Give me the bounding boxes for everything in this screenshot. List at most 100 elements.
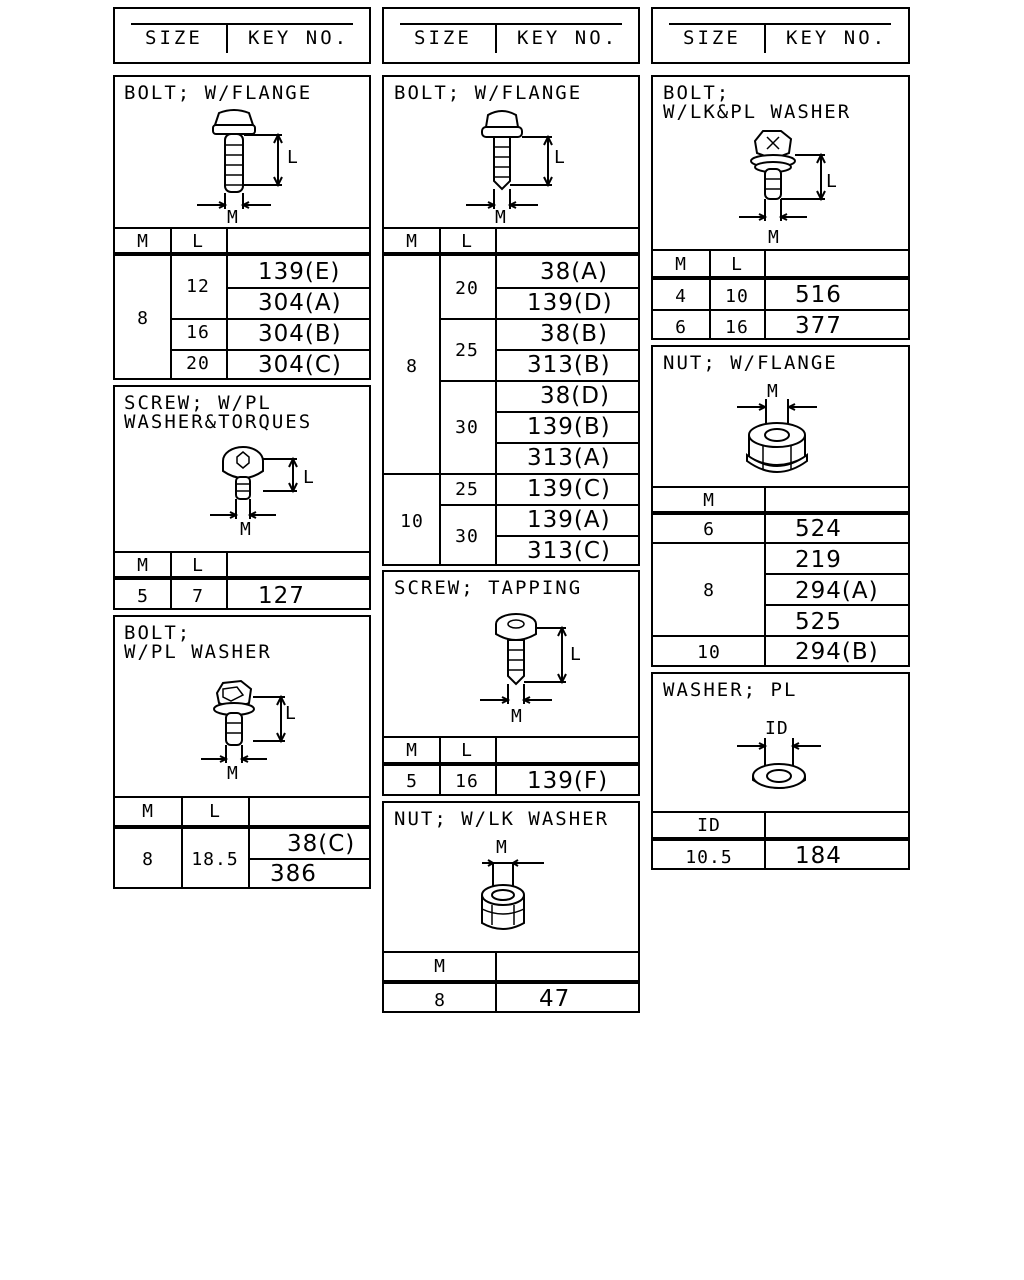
panel-washer-pl: WASHER; PL ID ID 10.5 184 [651,672,910,870]
dim-l-label: L [570,644,582,665]
key-no-cell[interactable]: 139(B) [527,414,611,440]
key-no-cell[interactable]: 304(A) [258,290,342,316]
key-no-cell[interactable]: 184 [795,843,842,869]
cell-l: 12 [186,276,210,297]
key-no-cell[interactable]: 313(B) [527,352,611,378]
key-no-cell[interactable]: 139(C) [527,476,611,502]
panel-title: NUT; W/LK WASHER [394,808,610,830]
panel-title-line2: WASHER&TORQUES [124,411,313,433]
key-no-cell[interactable]: 38(C) [287,831,356,857]
cell-l: 25 [455,479,479,500]
header-box-col1: SIZE KEY NO. [113,7,371,64]
key-no-cell[interactable]: 304(B) [258,321,342,347]
key-no-cell[interactable]: 304(C) [258,352,342,378]
cell-m: 4 [675,286,687,307]
key-no-cell[interactable]: 38(A) [540,259,608,285]
dim-m-label: M [767,381,779,402]
key-no-cell[interactable]: 38(B) [540,321,608,347]
panel-nut-lk-washer: NUT; W/LK WASHER M M 8 47 [382,801,640,1013]
cell-l: 16 [186,322,210,343]
key-no-cell[interactable]: 294(B) [795,639,879,665]
key-no-cell[interactable]: 219 [795,547,842,573]
dim-m-label: M [495,207,507,228]
col-header-m: M [142,801,154,822]
col-header-m: M [434,956,446,977]
cell-m: 8 [703,580,715,601]
key-no-cell[interactable]: 139(A) [527,507,611,533]
hex-bolt-washer-icon [193,675,303,785]
dim-m-label: M [240,519,252,540]
col-header-l: L [192,555,204,576]
panel-title: SCREW; W/PL [124,392,272,414]
panel-title: SCREW; TAPPING [394,577,583,599]
cell-m: 6 [675,317,687,338]
cell-m: 10 [400,511,424,532]
header-size: SIZE [414,27,472,49]
col-header-m: M [675,254,687,275]
panel-title-line2: W/LK&PL WASHER [663,101,852,123]
header-key-no: KEY NO. [786,27,888,49]
key-no-cell[interactable]: 524 [795,516,842,542]
panel-bolt-pl-washer: BOLT; W/PL WASHER L M M L 8 18.5 38(C) 3… [113,615,371,889]
cell-m: 8 [137,308,149,329]
cell-id: 10.5 [685,847,733,868]
cell-l: 30 [455,526,479,547]
key-no-cell[interactable]: 294(A) [795,578,879,604]
dim-l-label: L [285,703,297,724]
dim-m-label: M [227,763,239,784]
panel-title: BOLT; [124,622,192,644]
tapping-screw-icon [472,606,582,716]
panel-title: BOLT; W/FLANGE [394,82,583,104]
col-header-m: M [406,231,418,252]
cell-m: 5 [137,586,149,607]
panel-title: BOLT; [663,82,731,104]
col-header-m: M [137,555,149,576]
cell-l: 16 [725,317,749,338]
cell-l: 7 [192,586,204,607]
header-key-no: KEY NO. [517,27,619,49]
torx-screw-icon [205,439,315,539]
flange-bolt-icon [187,105,307,223]
col-header-l: L [209,801,221,822]
dim-l-label: L [303,467,315,488]
flange-nut-icon [733,395,833,485]
key-no-cell[interactable]: 139(E) [258,259,341,285]
cell-m: 10 [697,642,721,663]
key-no-cell[interactable]: 386 [270,861,317,887]
col-header-m: M [406,740,418,761]
dim-l-label: L [826,171,838,192]
cell-l: 18.5 [191,849,239,870]
cell-m: 6 [703,519,715,540]
panel-bolt-flange-col2: BOLT; W/FLANGE L M M L 8 20 25 30 38(A) … [382,75,640,566]
dim-l-label: L [554,147,566,168]
key-no-cell[interactable]: 127 [258,583,305,609]
dim-m-label: M [496,837,508,858]
col-header-l: L [461,231,473,252]
dim-m-label: M [511,706,523,727]
key-no-cell[interactable]: 38(D) [540,383,610,409]
panel-title-line2: W/PL WASHER [124,641,272,663]
panel-screw-tapping: SCREW; TAPPING L M M L 5 16 139(F) [382,570,640,796]
key-no-cell[interactable]: 313(A) [527,445,611,471]
key-no-cell[interactable]: 377 [795,313,842,339]
key-no-cell[interactable]: 139(D) [527,290,613,316]
panel-bolt-lk-pl-washer: BOLT; W/LK&PL WASHER L M M L 4 10 516 6 … [651,75,910,340]
panel-bolt-flange-col1: BOLT; W/FLANGE L M M L 8 12 16 20 139(E)… [113,75,371,380]
dim-m-label: M [768,227,780,248]
col-header-l: L [731,254,743,275]
key-no-cell[interactable]: 313(C) [527,538,611,564]
key-no-cell[interactable]: 47 [539,986,571,1012]
key-no-cell[interactable]: 139(F) [527,768,609,794]
dim-id-label: ID [765,718,789,739]
key-no-cell[interactable]: 516 [795,282,842,308]
key-no-cell[interactable]: 525 [795,609,842,635]
col-header-m: M [703,490,715,511]
header-size: SIZE [683,27,741,49]
dim-l-label: L [287,147,299,168]
panel-screw-pl-torques: SCREW; W/PL WASHER&TORQUES L M M L 5 7 1… [113,385,371,610]
header-size: SIZE [145,27,203,49]
cell-m: 8 [434,990,446,1011]
dim-m-label: M [227,207,239,228]
flange-bolt-icon [462,105,582,223]
panel-title: BOLT; W/FLANGE [124,82,313,104]
